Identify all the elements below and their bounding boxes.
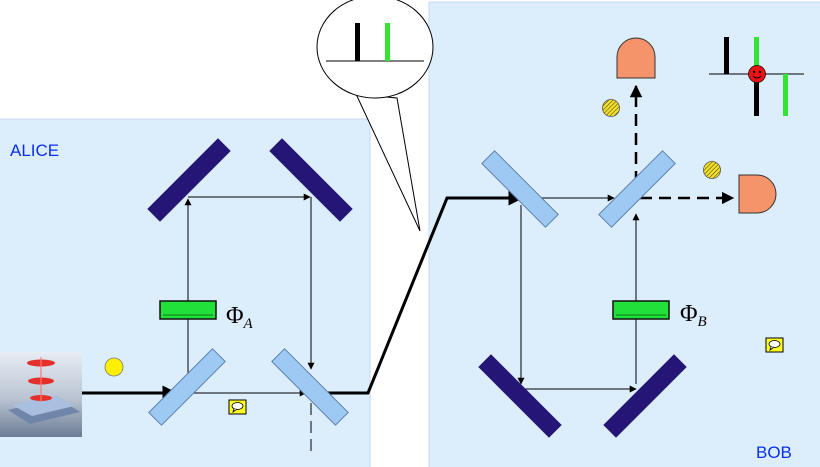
alice-phase-shifter [159,300,217,320]
speech-bubble-icon [765,337,784,353]
alice-label: ALICE [10,141,59,160]
detector-icon [616,37,656,79]
bob-mirror-bottom-left [478,354,562,438]
photon-icon [104,357,124,377]
alice-beam-paths [184,193,315,452]
pulse-green-up [754,37,759,74]
pulse-black-up [724,37,729,74]
bob-phase-label: ΦB [680,301,707,330]
bob-beam-splitter-input [481,150,559,228]
speech-bubble-icon [228,399,247,415]
bob-beam-splitter-output [598,150,676,228]
transmission-beam [318,190,524,395]
callout-pulse-black [355,23,360,61]
alice-mirror-top-right [269,138,353,222]
alice-beam-splitter-output [271,348,349,426]
alice-phase-label: ΦA [226,303,254,332]
callout-pulse-green [385,23,390,61]
pulse-callout-bubble [316,0,434,232]
bob-label: BOB [756,443,792,462]
photon-icon [602,99,620,117]
interference-pulses [709,37,804,116]
smiley-icon [748,65,766,83]
laser-source-icon [0,352,82,437]
pulse-green-down [783,74,788,116]
photon-icon [703,161,721,179]
detector-icon [738,174,777,214]
alice-beam-splitter-input [148,348,226,426]
bob-mirror-bottom-right [603,354,687,438]
pulse-black-down [754,74,759,116]
bob-phase-shifter [612,300,670,320]
alice-mirror-top-left [147,138,231,222]
